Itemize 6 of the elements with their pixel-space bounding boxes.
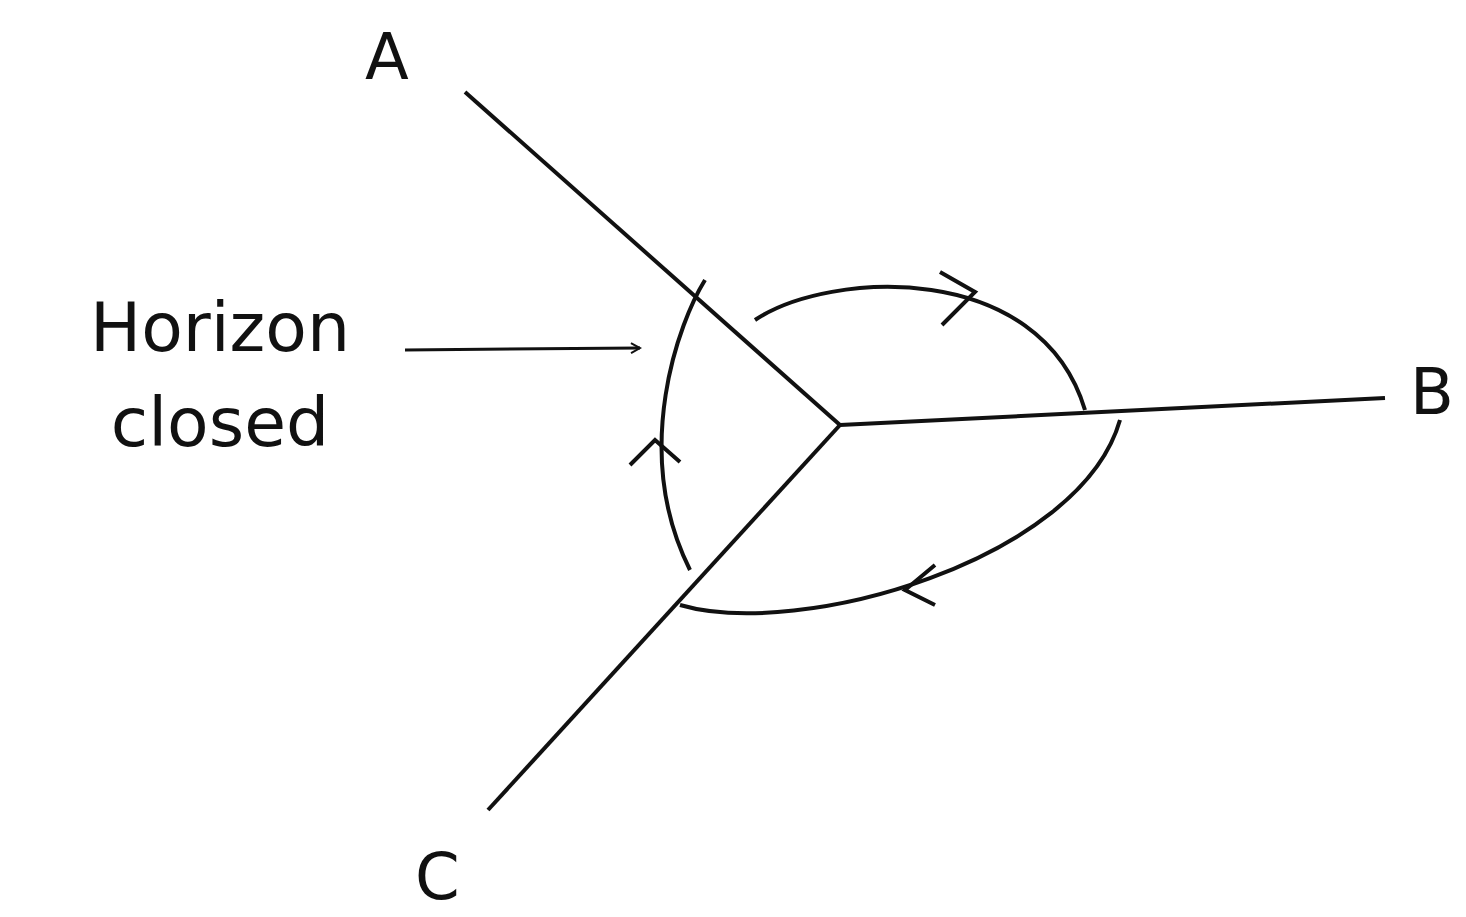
closed-loop-curve (628, 270, 1122, 616)
point-label: A (365, 20, 409, 94)
point-label: C (415, 840, 460, 914)
arrow (405, 342, 641, 355)
annotation-text: Horizon closed (20, 280, 420, 471)
point-label: B (1410, 355, 1454, 429)
